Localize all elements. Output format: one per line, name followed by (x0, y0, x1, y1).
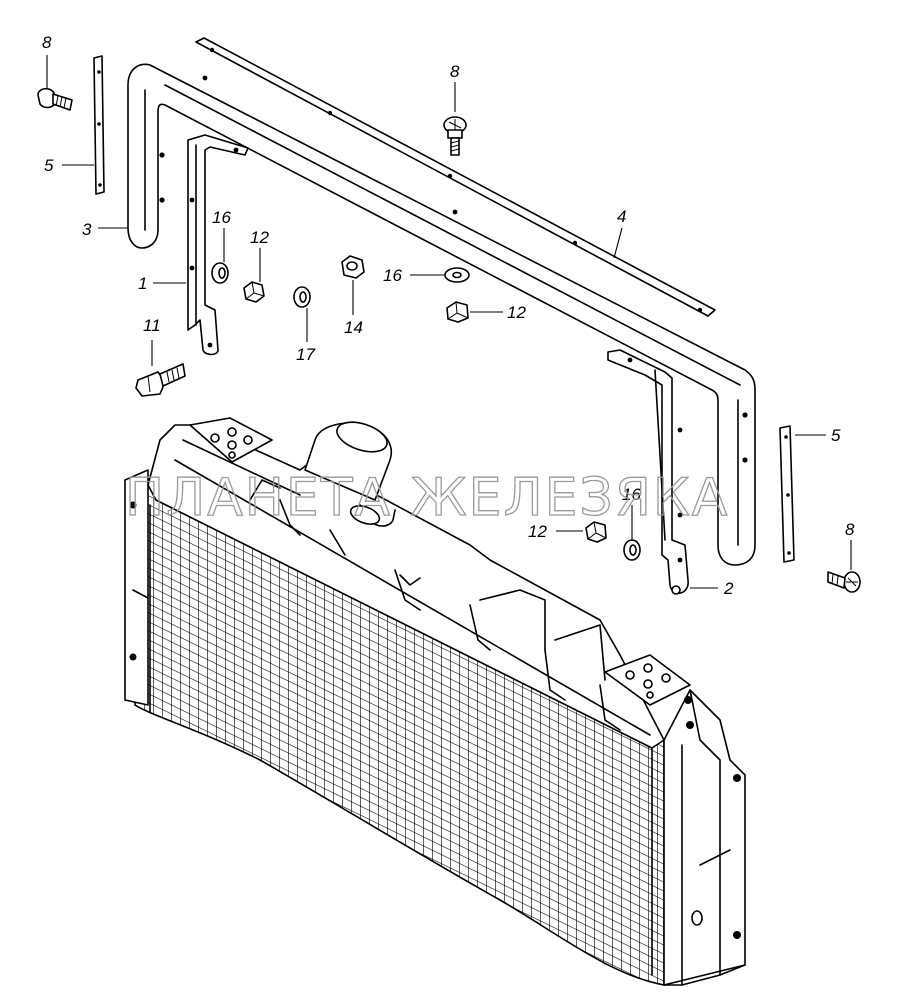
callout-bolt-right: 8 (845, 520, 855, 539)
bolt-8-right (827, 571, 861, 593)
nut-14 (341, 255, 365, 279)
callout-washer-16-right: 16 (622, 485, 641, 504)
nut-12-mid (446, 301, 469, 323)
callout-bolt-top-center: 8 (450, 62, 460, 81)
callout-bolt-11: 11 (143, 316, 161, 335)
nut-12-left (243, 281, 265, 303)
callout-bolt-top-left: 8 (42, 33, 52, 52)
strip-5-right (779, 425, 795, 563)
washer-17 (293, 286, 311, 308)
callout-washer-17: 17 (296, 345, 315, 364)
callout-strip-right: 5 (831, 426, 841, 445)
callout-frame-3: 3 (82, 220, 92, 239)
bracket-2 (607, 349, 689, 595)
top-tank (147, 424, 665, 749)
nut-12-right (585, 521, 607, 543)
washer-16-right (623, 539, 641, 561)
callout-nut-12-right: 12 (528, 522, 547, 541)
callout-bracket-1: 1 (138, 274, 147, 293)
bolt-8-top-left (37, 87, 73, 111)
callout-washer-16-left: 16 (212, 208, 231, 227)
radiator-core (134, 484, 665, 986)
frame-3-left-leg (127, 63, 756, 566)
callout-washer-16-mid: 16 (383, 266, 402, 285)
upper-frame (127, 63, 756, 566)
watermark: ПЛАНЕТА ЖЕЛЕЗЯКА (125, 468, 729, 528)
callout-strip-left: 5 (44, 156, 54, 175)
left-side-panel (124, 469, 149, 706)
strip-5-left (93, 55, 105, 195)
callout-nut-12-mid: 12 (507, 303, 526, 322)
callout-nut-12-left: 12 (250, 228, 269, 247)
callout-nut-14: 14 (344, 318, 363, 337)
right-side-panel (663, 689, 746, 986)
leader-lines (46, 55, 852, 589)
callout-labels: 8 5 3 1 11 16 12 17 14 8 16 12 4 5 12 16… (42, 33, 855, 598)
radiator (124, 417, 746, 986)
callout-bracket-2: 2 (723, 579, 734, 598)
mounting-pad-left (189, 417, 273, 463)
bracket-1 (187, 134, 249, 356)
bolt-8-top-center (443, 116, 467, 156)
bolt-11 (135, 363, 186, 397)
bar-4 (195, 37, 716, 317)
upper-bar (195, 37, 716, 317)
washer-16-mid (444, 267, 470, 283)
callout-bar-4: 4 (617, 207, 626, 226)
washer-16-left (211, 262, 229, 284)
